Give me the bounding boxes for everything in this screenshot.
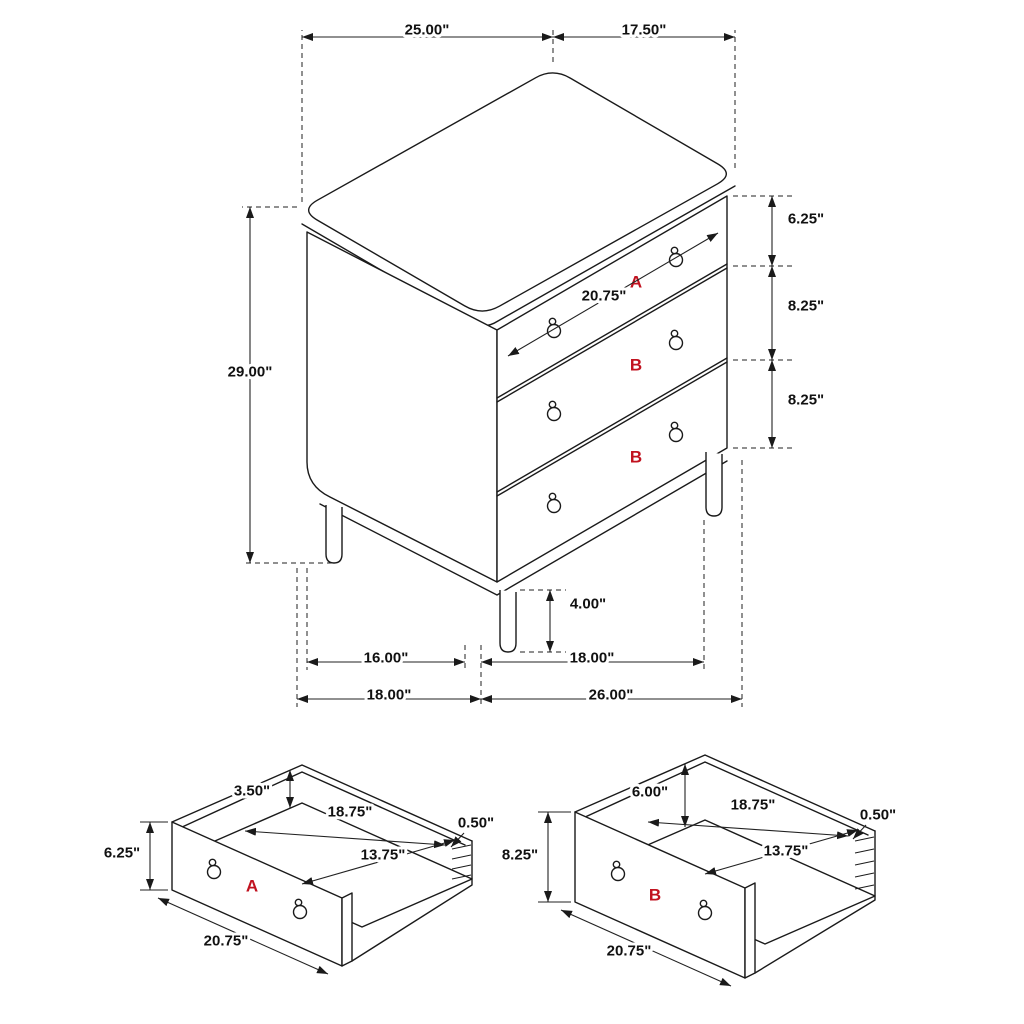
dim-b-interior-height: 6.00" [632,784,668,801]
dovetail-mark [854,884,875,890]
dim-b-wall-thickness: 0.50" [860,807,896,824]
dovetail-mark [451,874,472,880]
dim-b-interior-depth: 13.75" [764,843,809,860]
drawer-a-detail-label: A [246,877,258,896]
dim-overall-height: 29.00" [228,364,273,381]
dim-a-interior-height: 3.50" [234,783,270,800]
dim-a-front-height: 6.25" [104,845,140,862]
dim-overall-depth: 18.00" [367,687,412,704]
dimension-annotations: 25.00" 17.50" 29.00" 6.25" 8.25" 8.25" 2… [225,19,827,707]
dim-line [157,897,329,975]
dovetail-mark [451,854,472,860]
dim-a-interior-width: 18.75" [328,804,373,821]
dovetail-mark [854,848,875,854]
drawer-knob-icon [546,492,562,514]
drawer-b-middle-label: B [630,356,642,375]
dim-line [560,909,732,987]
dim-middle-drawer-height: 8.25" [788,298,824,315]
dovetail-mark [854,872,875,878]
drawer-b-detail-label: B [649,886,661,905]
dim-overall-width: 26.00" [589,687,634,704]
drawer-knob-icon [610,860,626,882]
dovetail-mark [451,864,472,870]
drawer-knob-icon [546,400,562,422]
dim-top-width: 25.00" [405,22,450,39]
dim-line [507,232,719,357]
dim-leg-spacing-depth: 16.00" [364,650,409,667]
dim-leg-height: 4.00" [570,596,606,613]
dim-b-front-width: 20.75" [607,943,652,960]
dim-bottom-drawer-height: 8.25" [788,392,824,409]
dim-a-interior-depth: 13.75" [361,847,406,864]
dim-top-drawer-height: 6.25" [788,211,824,228]
dovetail-mark [854,836,875,842]
dim-a-front-width: 20.75" [204,933,249,950]
drawer-knob-icon [668,421,684,443]
chest-isometric-view: A B B [225,19,827,707]
dim-b-front-height: 8.25" [502,847,538,864]
dim-a-wall-thickness: 0.50" [458,815,494,832]
drawer-knob-icon [206,858,222,880]
leg-front-center [499,590,517,653]
leg-front-right [705,452,723,517]
drawer-a-label: A [630,273,642,292]
dim-b-interior-width: 18.75" [731,797,776,814]
dim-line [301,839,456,885]
drawer-b-detail-view: B 6.00" 18.75" 0.50" 13.75" 8.25" 20.75" [499,754,899,987]
dim-top-depth: 17.50" [622,22,667,39]
drawer-a-detail-view: A 3.50" 18.75" 0.50" 13.75" 6.25" 20.75" [101,764,497,975]
dim-drawer-front-width: 20.75" [582,288,627,305]
dim-leg-spacing-width: 18.00" [570,650,615,667]
dovetail-mark [451,844,472,850]
drawer-b-bottom-label: B [630,448,642,467]
dovetail-mark [854,860,875,866]
dim-line [704,829,859,875]
leg-front-left [325,505,343,564]
